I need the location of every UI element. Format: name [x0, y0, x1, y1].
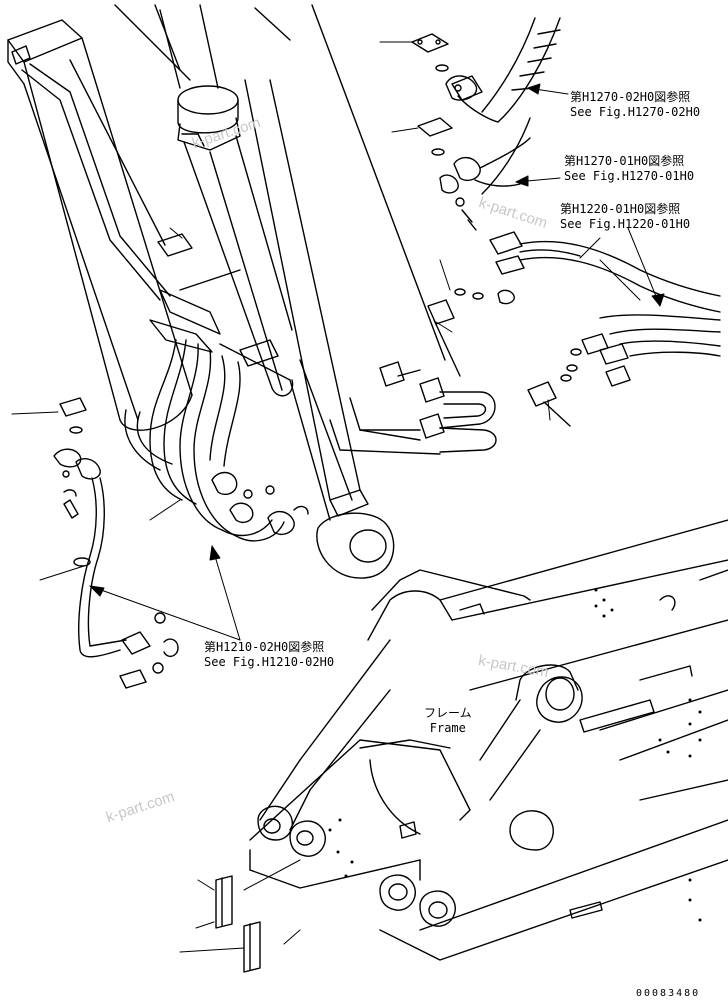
boom-cylinder-left: [8, 20, 192, 430]
drawing-number: 00083480: [636, 988, 701, 999]
elbow-tubes: [330, 362, 496, 454]
reference-arrows: [90, 84, 664, 640]
reference-label-h1270-02: 第H1270-02H0図参照 See Fig.H1270-02H0: [570, 90, 701, 119]
reference-label-h1270-01: 第H1270-01H0図参照 See Fig.H1270-01H0: [564, 154, 695, 183]
hose-bundle-right: [520, 242, 720, 356]
clamp-bracket: [150, 234, 290, 380]
detached-pipe-assembly: [54, 398, 178, 688]
hose-middle: [475, 118, 530, 194]
boom-plates: [70, 5, 445, 360]
frame-bolt-holes: [328, 588, 702, 922]
reference-label-h1210-02: 第H1210-02H0図参照 See Fig.H1210-02H0: [204, 640, 335, 669]
revolving-frame: [250, 520, 728, 960]
leader-lines: [12, 42, 640, 952]
pipe-flanges: [212, 473, 308, 535]
arm-cylinder: [160, 5, 293, 396]
frame-label: フレーム Frame: [424, 706, 472, 735]
hose-upper: [452, 18, 560, 122]
cylinder-rod: [245, 80, 394, 578]
shim-plates: [216, 876, 260, 972]
flange-top: [412, 34, 480, 230]
pipe-loops: [125, 340, 284, 541]
fittings-lower-right: [528, 334, 630, 426]
fittings-upper-right: [428, 232, 524, 376]
reference-label-h1220-01: 第H1220-01H0図参照 See Fig.H1220-01H0: [560, 202, 691, 231]
